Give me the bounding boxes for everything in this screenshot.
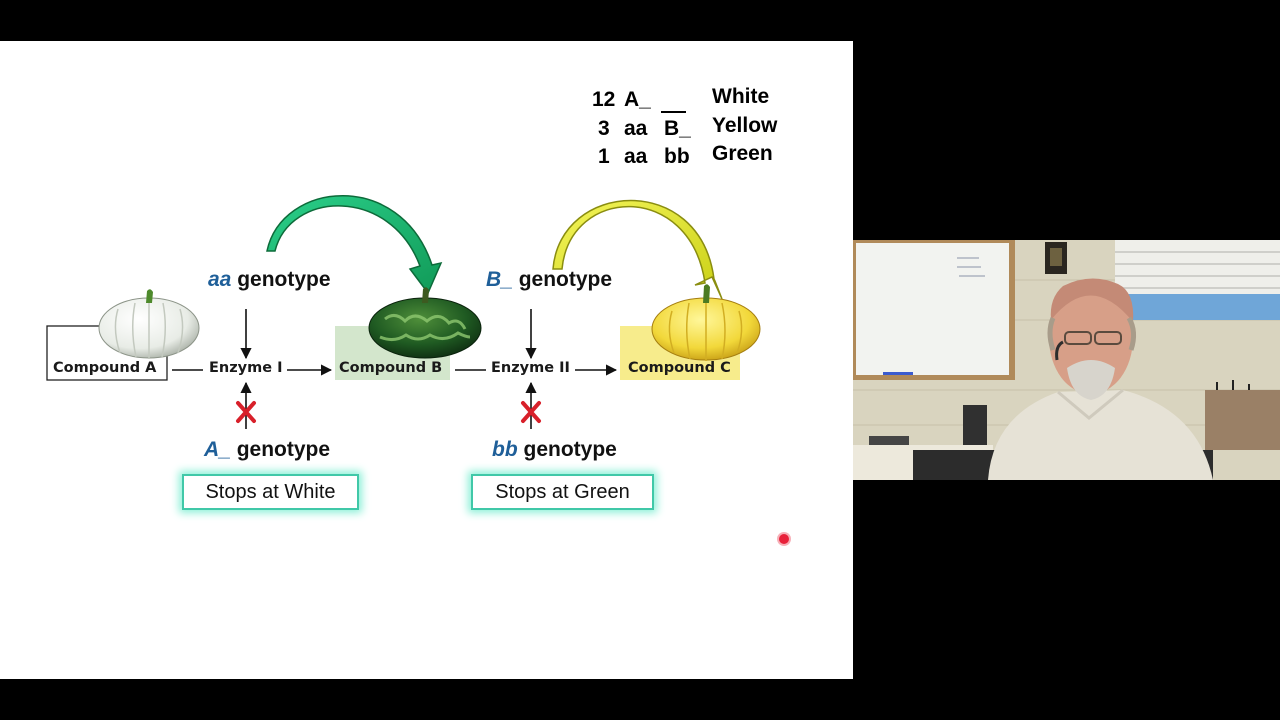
compound-b-label: Compound B	[339, 360, 443, 376]
webcam-video	[853, 240, 1280, 480]
ratio-genotype-1: aa	[624, 117, 648, 140]
ratio-genotype-1: A_	[624, 88, 651, 111]
ratio-row-yellow: 3 aa B_ Yellow	[598, 114, 777, 141]
ratio-phenotype: White	[712, 85, 770, 108]
allele-text: A_	[204, 438, 231, 461]
ratio-genotype-1: aa	[624, 145, 648, 168]
ratio-count: 3	[598, 117, 610, 140]
genotype-label-bb: bb genotype	[492, 438, 617, 462]
allele-text: bb	[492, 438, 518, 461]
enzyme-1-label: Enzyme I	[209, 360, 283, 376]
ratio-phenotype: Yellow	[712, 114, 778, 137]
ratio-phenotype: Green	[712, 142, 773, 165]
curved-arrow-icon	[552, 199, 723, 300]
stops-at-white-box: Stops at White	[182, 474, 359, 510]
inhibit-x-icon	[521, 401, 541, 423]
ratio-row-white: 12 A_ __ White	[592, 85, 769, 112]
genotype-word: genotype	[512, 268, 613, 291]
genotype-label-aa: aa genotype	[208, 268, 331, 292]
pathway-diagram	[46, 111, 761, 429]
compound-c-label: Compound C	[628, 360, 731, 376]
genotype-label-B: B_ genotype	[486, 268, 612, 292]
allele-text: B_	[486, 268, 513, 291]
compound-a-label: Compound A	[53, 360, 157, 376]
ratio-row-green: 1 aa bb Green	[598, 142, 773, 169]
white-squash-icon	[98, 289, 200, 359]
ratio-count: 12	[592, 88, 616, 111]
allele-text: aa	[208, 268, 232, 291]
ratio-count: 1	[598, 145, 610, 168]
ratio-genotype-2: B_	[664, 117, 691, 140]
slide: 12 A_ __ White 3 aa B_ Yellow 1 aa bb Gr…	[0, 41, 853, 679]
genotype-word: genotype	[231, 268, 331, 291]
webcam-scene	[853, 240, 1280, 480]
yellow-squash-icon	[651, 284, 761, 361]
inhibit-x-icon	[236, 401, 256, 423]
green-squash-icon	[368, 287, 482, 359]
ratio-genotype-2: __	[660, 88, 683, 112]
genotype-word: genotype	[517, 438, 617, 461]
genotype-label-A: A_ genotype	[204, 438, 330, 462]
curved-arrow-icon	[266, 195, 443, 295]
laser-pointer-icon	[779, 534, 789, 544]
genotype-word: genotype	[230, 438, 331, 461]
ratio-genotype-2: bb	[664, 145, 690, 168]
enzyme-2-label: Enzyme II	[491, 360, 570, 376]
stops-at-green-box: Stops at Green	[471, 474, 654, 510]
